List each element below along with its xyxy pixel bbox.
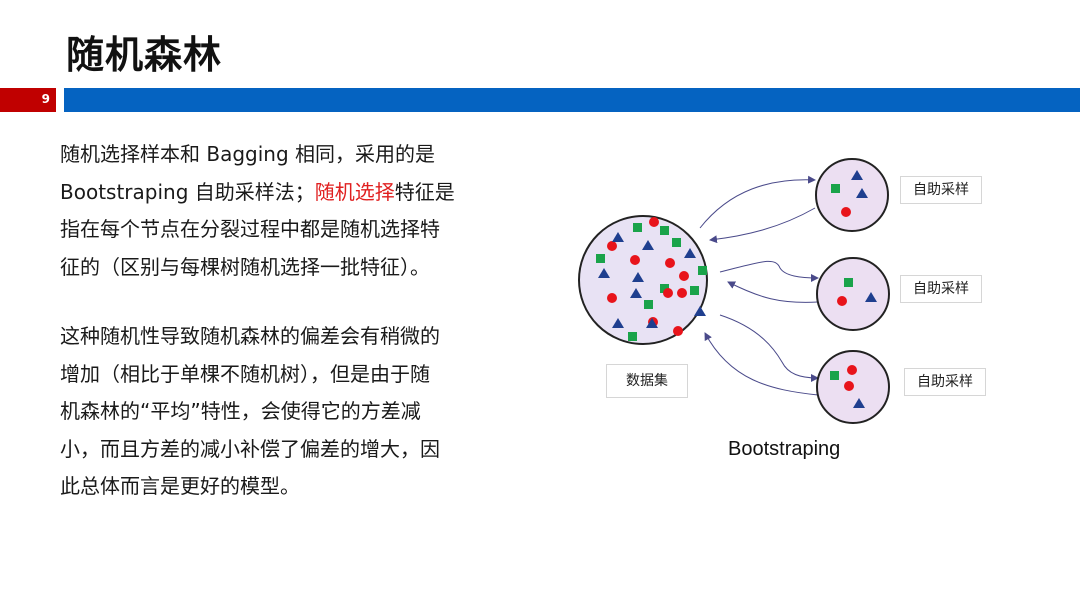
arrow-from-sample-2 [727, 281, 819, 303]
dataset-circle [578, 215, 708, 345]
sample-label-1: 自助采样 [900, 176, 982, 204]
p2-line-5: 此总体而言是更好的模型。 [60, 474, 300, 498]
sampling-arrows [699, 175, 819, 396]
dot-mark [841, 207, 851, 217]
dataset-label: 数据集 [606, 364, 688, 398]
p2-line-4: 小，而且方差的减小补偿了偏差的增大，因 [60, 436, 440, 461]
p1-line-4: 征的（区别与每棵树随机选择一批特征）。 [60, 254, 430, 279]
square-mark [633, 223, 642, 232]
arrow-to-sample-3 [719, 314, 819, 382]
sample-label-3: 自助采样 [904, 368, 986, 396]
square-mark [672, 238, 681, 247]
dot-mark [679, 271, 689, 281]
dot-mark [649, 217, 659, 227]
p1-line-2: Bootstraping 自助采样法；随机选择特征是 [60, 174, 510, 212]
dot-mark [663, 288, 673, 298]
triangle-mark [632, 272, 644, 282]
sample-label-2: 自助采样 [900, 275, 982, 303]
arrow-from-sample-1 [709, 207, 816, 244]
dot-mark [630, 255, 640, 265]
dot-mark [837, 296, 847, 306]
triangle-mark [642, 240, 654, 250]
slide-title: 随机森林 [66, 33, 223, 77]
square-mark [831, 184, 840, 193]
triangle-mark [612, 232, 624, 242]
triangle-mark [646, 318, 658, 328]
dot-mark [673, 326, 683, 336]
dot-mark [847, 365, 857, 375]
triangle-mark [612, 318, 624, 328]
dot-mark [607, 241, 617, 251]
triangle-mark [694, 306, 706, 316]
dot-mark [677, 288, 687, 298]
p2-line-3: 机森林的“平均”特性，会使得它的方差减 [60, 399, 421, 423]
p1-line-2b: 特征是 [394, 179, 455, 204]
dot-mark [665, 258, 675, 268]
page-number-badge: 9 [0, 88, 56, 112]
header-bar [64, 88, 1080, 112]
p1-highlight: 随机选择 [314, 179, 395, 204]
paragraph-2: 这种随机性导致随机森林的偏差会有稍微的 增加（相比于单棵不随机树），但是由于随 … [60, 318, 510, 506]
sample-circle-2 [816, 257, 890, 331]
square-mark [660, 284, 669, 293]
triangle-mark [630, 288, 642, 298]
triangle-mark [851, 170, 863, 180]
dot-mark [844, 381, 854, 391]
square-mark [830, 371, 839, 380]
triangle-mark [598, 268, 610, 278]
square-mark [698, 266, 707, 275]
p2-line-2: 增加（相比于单棵不随机树），但是由于随 [60, 361, 430, 386]
arrow-from-sample-3 [704, 332, 819, 396]
square-mark [644, 300, 653, 309]
dot-mark [607, 293, 617, 303]
triangle-mark [684, 248, 696, 258]
square-mark [596, 254, 605, 263]
p1-line-2a: Bootstraping 自助采样法； [60, 179, 315, 204]
page-number: 9 [41, 92, 50, 106]
square-mark [844, 278, 853, 287]
arrow-to-sample-1 [699, 175, 816, 229]
square-mark [690, 286, 699, 295]
bootstrap-diagram [578, 158, 890, 424]
diagram-caption: Bootstraping [728, 438, 841, 460]
sample-circle-3 [816, 350, 890, 424]
sample-circle-1 [815, 158, 889, 232]
triangle-mark [865, 292, 877, 302]
triangle-mark [856, 188, 868, 198]
square-mark [660, 226, 669, 235]
arrow-to-sample-2 [719, 260, 819, 282]
p1-line-3: 指在每个节点在分裂过程中都是随机选择特 [60, 217, 440, 241]
p1-line-1: 随机选择样本和 Bagging 相同，采用的是 [60, 142, 436, 166]
paragraph-1: 随机选择样本和 Bagging 相同，采用的是 Bootstraping 自助采… [60, 136, 510, 286]
square-mark [628, 332, 637, 341]
triangle-mark [853, 398, 865, 408]
p2-line-1: 这种随机性导致随机森林的偏差会有稍微的 [60, 324, 440, 348]
